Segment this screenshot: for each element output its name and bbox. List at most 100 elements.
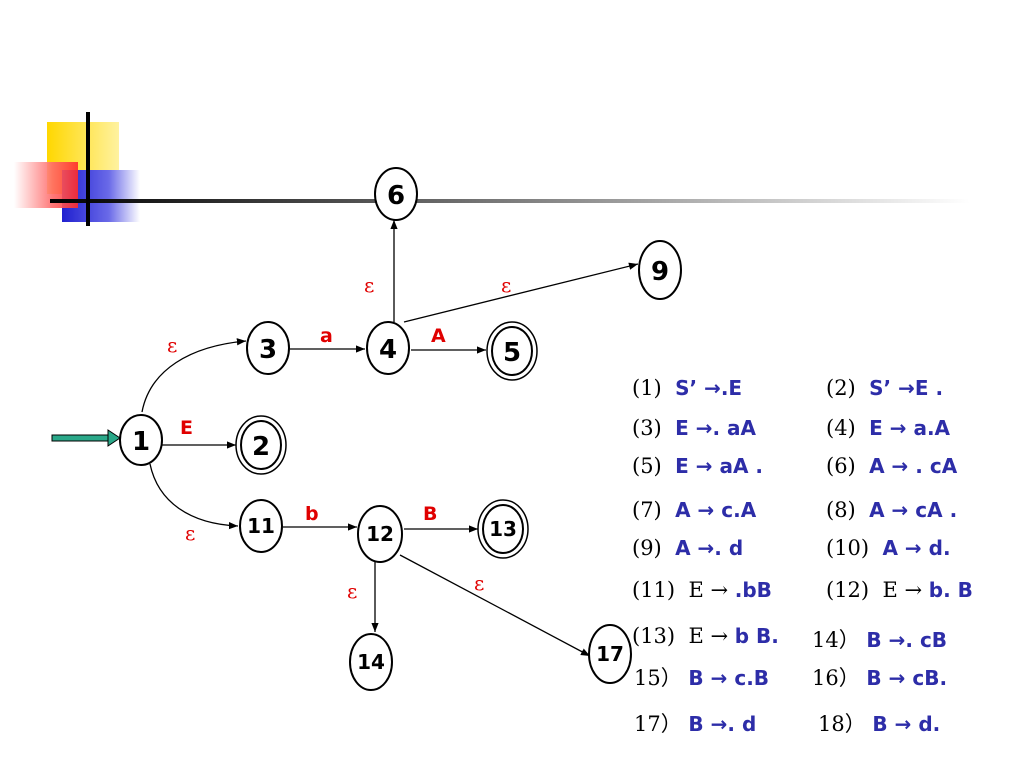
item-number: (6) — [826, 454, 856, 478]
item-production: B →. cB — [866, 628, 948, 652]
vertical-rule — [86, 112, 90, 226]
item-number: (11) — [632, 578, 676, 602]
state-2-label: 2 — [252, 432, 270, 462]
horizontal-rule — [50, 199, 970, 203]
state-9: 9 — [638, 240, 682, 300]
item-13: (13) E → b B. — [632, 624, 779, 648]
state-1: 1 — [119, 414, 163, 466]
item-17: 17） B →. d — [634, 708, 756, 738]
edge-label-12-14: ε — [347, 579, 357, 603]
item-production: E → a.A — [869, 416, 951, 440]
item-12: (12) E → b. B — [826, 578, 973, 602]
edge-label-4-9: ε — [501, 273, 511, 297]
item-number: 17） — [634, 712, 682, 736]
state-3: 3 — [246, 321, 290, 375]
item-production: B → cB. — [866, 666, 948, 690]
item-production: .bB — [734, 578, 772, 602]
item-7: (7) A → c.A — [632, 498, 756, 522]
state-4-label: 4 — [379, 335, 397, 365]
item-11: (11) E → .bB — [632, 578, 772, 602]
state-13-label: 13 — [489, 517, 517, 541]
item-2: (2) S’ →E . — [826, 376, 943, 400]
item-lhs: E → — [882, 578, 923, 602]
item-production: B → c.B — [688, 666, 770, 690]
state-6: 6 — [374, 167, 418, 221]
edge-4-9 — [403, 262, 639, 323]
item-16: 16） B → cB. — [812, 662, 947, 692]
item-number: (13) — [632, 624, 676, 648]
state-13-accepting: 13 — [477, 499, 529, 559]
item-number: (9) — [632, 536, 662, 560]
edge-label-4-6: ε — [364, 273, 374, 297]
edge-12-17 — [399, 554, 591, 657]
item-18: 18） B → d. — [818, 708, 940, 738]
item-production: A → d. — [882, 536, 951, 560]
item-number: 14） — [812, 628, 860, 652]
edge-label-4-5: A — [431, 325, 446, 347]
item-production: B → d. — [872, 712, 941, 736]
item-lhs: E → — [688, 578, 729, 602]
state-17-label: 17 — [596, 642, 624, 666]
item-number: (12) — [826, 578, 870, 602]
state-5-accepting: 5 — [486, 321, 538, 381]
item-production: b B. — [734, 624, 779, 648]
item-production: b. B — [928, 578, 973, 602]
edge-label-1-11: ε — [185, 521, 195, 545]
item-number: 16） — [812, 666, 860, 690]
item-1: (1) S’ →.E — [632, 376, 742, 400]
item-number: (7) — [632, 498, 662, 522]
item-15: 15） B → c.B — [634, 662, 769, 692]
item-number: (1) — [632, 376, 662, 400]
state-11-label: 11 — [247, 514, 275, 538]
item-lhs: E → — [688, 624, 729, 648]
item-production: E →. aA — [675, 416, 757, 440]
item-number: (2) — [826, 376, 856, 400]
item-9: (9) A →. d — [632, 536, 743, 560]
item-number: (5) — [632, 454, 662, 478]
state-12-label: 12 — [366, 522, 394, 546]
state-2-accepting: 2 — [235, 415, 287, 475]
item-production: S’ →E . — [869, 376, 944, 400]
state-12: 12 — [357, 505, 403, 563]
start-arrow — [51, 429, 121, 447]
edge-label-12-13: B — [423, 503, 437, 525]
item-number: (8) — [826, 498, 856, 522]
item-number: (3) — [632, 416, 662, 440]
item-production: A →. d — [675, 536, 744, 560]
item-10: (10) A → d. — [826, 536, 951, 560]
item-8: (8) A → cA . — [826, 498, 957, 522]
state-9-label: 9 — [651, 257, 669, 287]
edge-1-3 — [141, 338, 247, 413]
edge-label-3-4: a — [320, 325, 333, 347]
item-production: A → cA . — [869, 498, 958, 522]
item-4: (4) E → a.A — [826, 416, 950, 440]
state-6-label: 6 — [387, 181, 405, 211]
item-production: B →. d — [688, 712, 757, 736]
state-11: 11 — [239, 499, 283, 553]
item-14: 14） B →. cB — [812, 624, 947, 654]
state-4: 4 — [366, 321, 410, 375]
edge-1-11 — [149, 463, 239, 530]
item-3: (3) E →. aA — [632, 416, 756, 440]
item-5: (5) E → aA . — [632, 454, 763, 478]
state-1-label: 1 — [132, 427, 150, 457]
item-production: A → . cA — [869, 454, 958, 478]
edge-label-1-2: E — [180, 417, 193, 439]
state-3-label: 3 — [259, 335, 277, 365]
state-14-label: 14 — [357, 650, 385, 674]
edge-label-11-12: b — [305, 503, 319, 525]
item-number: 15） — [634, 666, 682, 690]
item-number: (10) — [826, 536, 870, 560]
item-number: 18） — [818, 712, 866, 736]
state-17: 17 — [588, 624, 632, 684]
item-number: (4) — [826, 416, 856, 440]
edge-label-12-17: ε — [474, 571, 484, 595]
item-production: A → c.A — [675, 498, 757, 522]
edge-label-1-3: ε — [167, 333, 177, 357]
state-14: 14 — [349, 633, 393, 691]
item-production: S’ →.E — [675, 376, 743, 400]
state-5-label: 5 — [503, 338, 521, 368]
item-production: E → aA . — [675, 454, 763, 478]
